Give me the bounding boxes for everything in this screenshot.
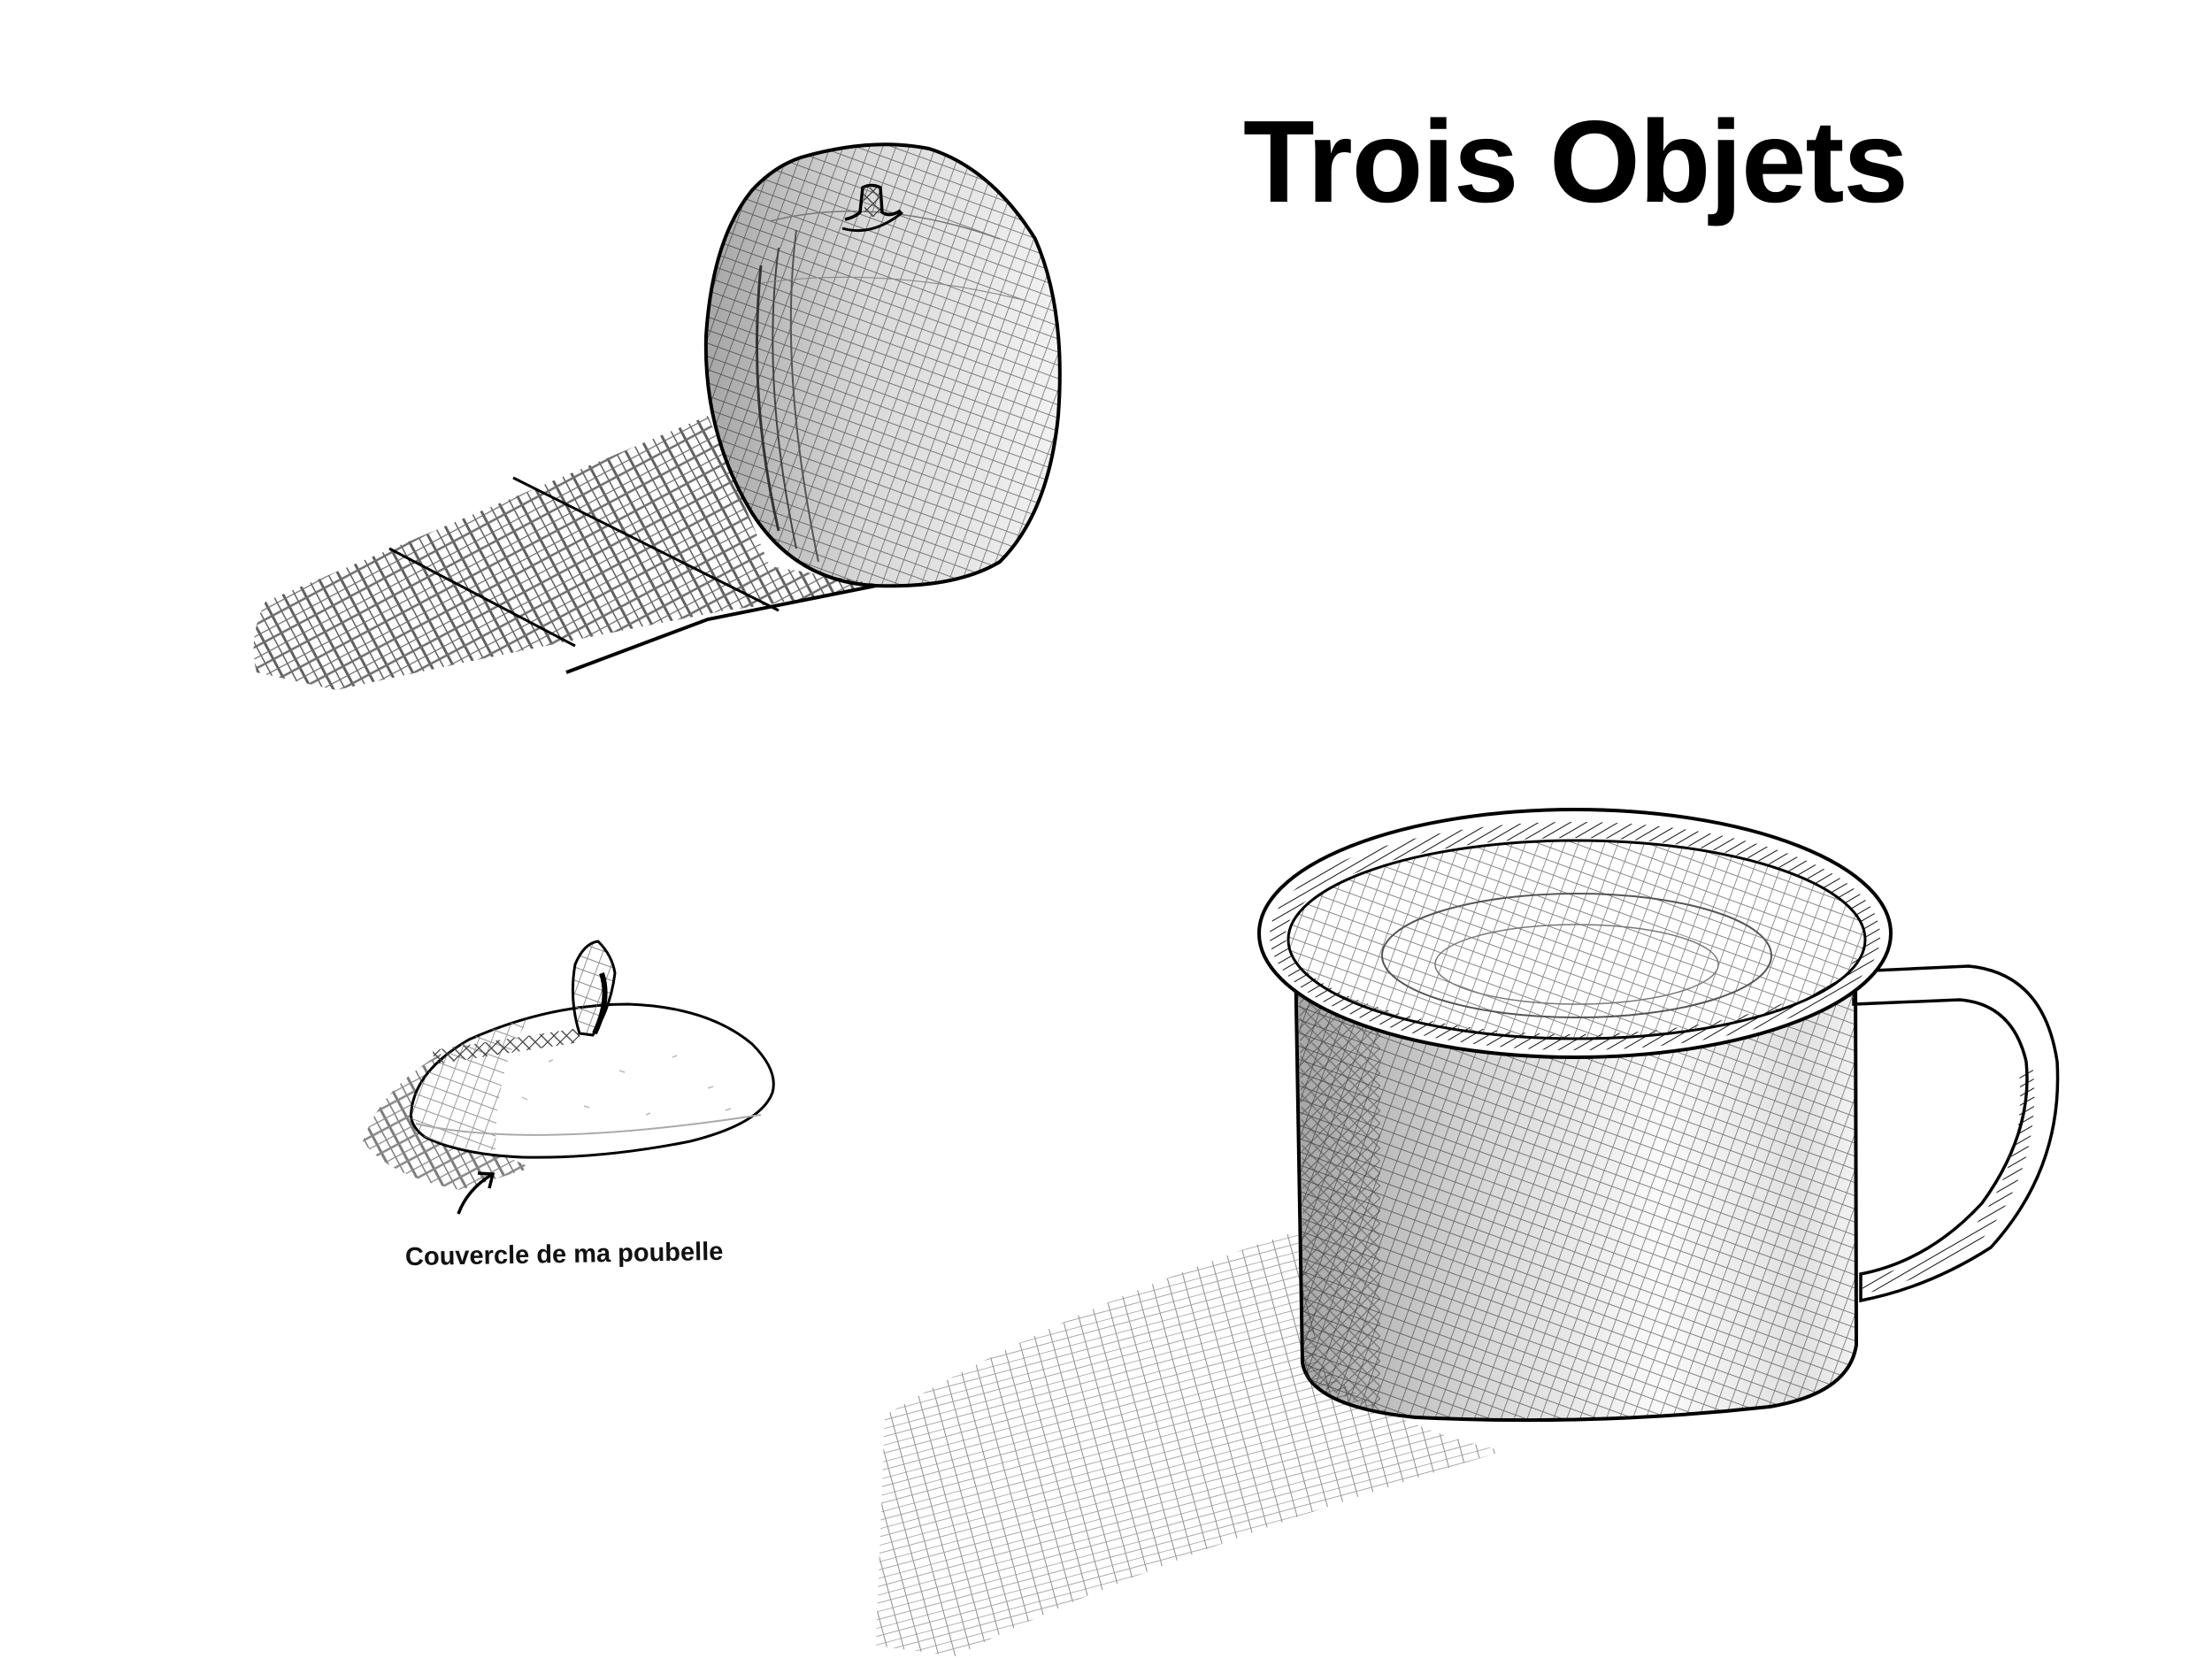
enamel-mug-drawing — [876, 808, 2060, 1656]
mug-handle — [1852, 964, 2060, 1303]
trash-lid-drawing — [363, 940, 775, 1215]
curved-arrow-up-right-icon — [457, 1173, 492, 1215]
apple-drawing — [253, 142, 1062, 690]
lid-caption: Couvercle de ma poubelle — [404, 1237, 724, 1272]
apple-stem-icon — [841, 183, 903, 233]
mug-shadow — [876, 1230, 1504, 1656]
apple-shadow — [253, 416, 877, 690]
page-title: Trois Objets — [1243, 96, 1909, 226]
